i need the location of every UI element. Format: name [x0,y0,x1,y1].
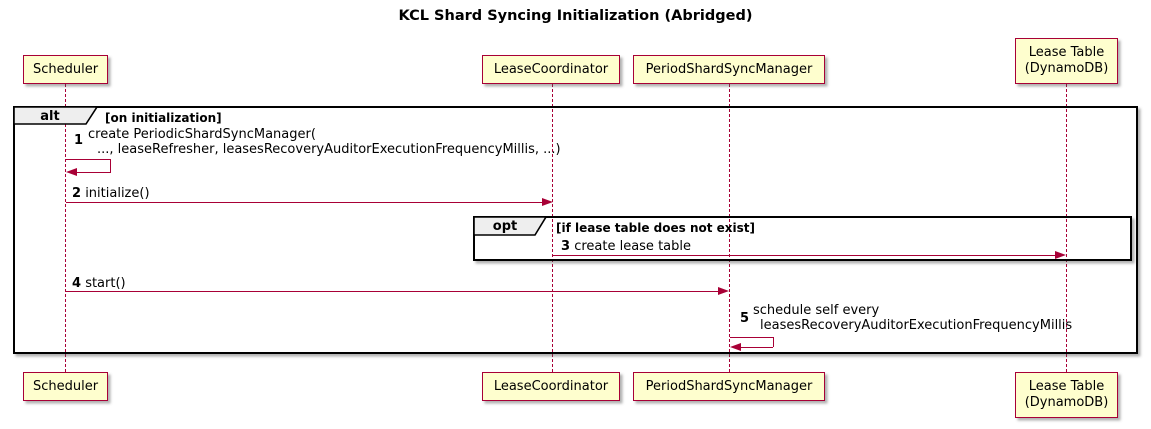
participant-label: PeriodShardSyncManager [645,378,813,394]
participant-label-line1: Lease Table [1028,45,1105,60]
participant-period-shard-sync-manager-bottom: PeriodShardSyncManager [633,372,825,401]
message-3-line [553,255,1056,256]
message-2-number: 2 [72,186,82,201]
message-1-arrowhead [66,168,77,176]
lifeline-scheduler [65,84,66,372]
message-4-arrowhead [718,287,729,295]
participant-label-line1: Lease Table [1028,379,1105,394]
participant-lease-table-bottom: Lease Table (DynamoDB) [1015,372,1118,418]
participant-lease-table-top: Lease Table (DynamoDB) [1015,38,1118,84]
message-4-label: 4 start() [72,276,126,291]
message-3-arrowhead [1055,251,1066,259]
participant-scheduler-bottom: Scheduler [23,372,108,401]
alt-fragment-pentagon [14,107,98,125]
message-4-line [66,291,719,292]
alt-condition-label: [on initialization] [105,111,222,125]
message-1-self-arrow-side [110,159,111,172]
message-5-label: schedule self every leasesRecoveryAudito… [753,303,1072,333]
lifeline-period-shard-sync-manager [729,84,730,372]
message-1-line1: create PeriodicShardSyncManager( [88,127,316,142]
participant-period-shard-sync-manager-top: PeriodShardSyncManager [633,55,825,84]
participant-lease-coordinator-top: LeaseCoordinator [482,55,620,84]
message-2-line [66,202,543,203]
message-2-arrowhead [542,198,553,206]
participant-label-line2: (DynamoDB) [1024,61,1109,76]
participant-scheduler-top: Scheduler [23,55,108,84]
participant-label-line2: (DynamoDB) [1024,395,1109,410]
message-3-label: 3 create lease table [561,239,691,254]
opt-operator-label: opt [492,219,518,234]
message-3-text: create lease table [574,239,691,254]
message-5-line2: leasesRecoveryAuditorExecutionFrequencyM… [760,318,1073,333]
message-2-label: 2 initialize() [72,186,150,201]
message-2-text: initialize() [85,186,150,201]
diagram-title: KCL Shard Syncing Initialization (Abridg… [398,8,753,24]
participant-label: LeaseCoordinator [493,61,609,77]
message-4-number: 4 [72,276,82,291]
participant-lease-coordinator-bottom: LeaseCoordinator [482,372,620,401]
alt-fragment-frame [13,106,1138,354]
message-5-number: 5 [740,311,750,326]
message-5-self-arrow-bottom [736,347,773,348]
lifeline-lease-table [1066,84,1067,372]
message-5-line1: schedule self every [753,303,880,318]
message-5-self-arrow-top [730,337,773,338]
message-1-self-arrow-bottom [72,172,111,173]
message-3-number: 3 [561,239,571,254]
opt-condition-label: [if lease table does not exist] [556,221,756,235]
message-1-number: 1 [74,133,84,148]
participant-label: Scheduler [32,378,99,394]
message-1-self-arrow-top [66,159,111,160]
participant-label: PeriodShardSyncManager [645,61,813,77]
participant-label: Scheduler [32,61,99,77]
message-4-text: start() [85,276,126,291]
participant-label: LeaseCoordinator [493,378,609,394]
lifeline-lease-coordinator [552,84,553,372]
message-5-self-arrow-side [773,337,774,347]
opt-fragment-pentagon [474,217,547,236]
message-5-arrowhead [730,343,741,351]
opt-fragment-frame [473,216,1132,261]
message-1-label: create PeriodicShardSyncManager( ..., le… [88,127,561,157]
alt-operator-label: alt [40,109,60,124]
message-1-line2: ..., leaseRefresher, leasesRecoveryAudit… [97,142,561,157]
